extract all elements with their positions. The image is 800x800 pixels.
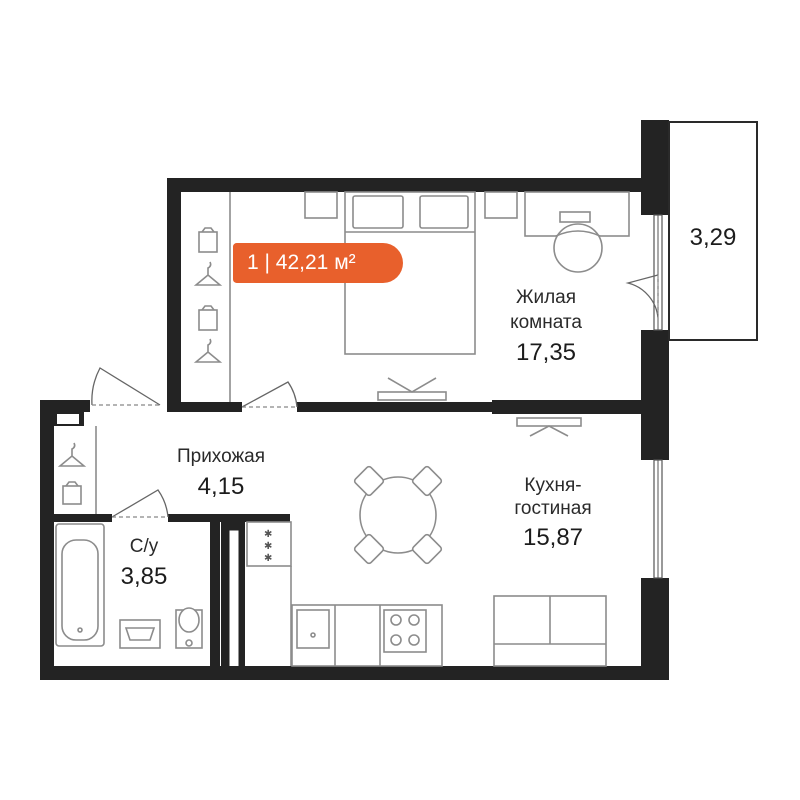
kitchen-name: Кухня-	[524, 475, 581, 496]
hall-furniture	[57, 426, 97, 514]
balcony-area: 3,29	[690, 224, 737, 251]
hanger-icon	[57, 442, 87, 467]
room-labels: Жилая комната 17,35 Прихожая 4,15 Кухня-…	[121, 224, 737, 590]
living-room-name: Жилая	[516, 287, 576, 308]
svg-text:✱: ✱	[264, 541, 272, 552]
bathroom-area: 3,85	[121, 563, 168, 590]
hanger-icon	[193, 261, 223, 286]
doors	[91, 367, 298, 518]
shirt-icon	[198, 227, 218, 253]
kitchen-name-2: гостиная	[514, 498, 591, 519]
bathroom-name: С/у	[130, 536, 159, 557]
kitchen-area: 15,87	[523, 524, 583, 551]
svg-text:✱: ✱	[264, 529, 272, 540]
apartment-badge: 1 | 42,21 м²	[233, 243, 403, 283]
hall-name: Прихожая	[177, 446, 265, 467]
shirt-icon	[198, 305, 218, 331]
living-room-name-2: комната	[510, 312, 582, 333]
hall-area: 4,15	[198, 473, 245, 500]
hanger-icon	[193, 338, 223, 363]
walls	[40, 120, 669, 680]
living-room-area: 17,35	[516, 339, 576, 366]
balcony	[625, 121, 758, 341]
windows	[653, 214, 663, 579]
shirt-icon	[62, 481, 82, 505]
bathroom-furniture	[55, 523, 203, 649]
kitchen-furniture: ✱ ✱ ✱	[246, 417, 607, 667]
svg-text:✱: ✱	[264, 553, 272, 564]
